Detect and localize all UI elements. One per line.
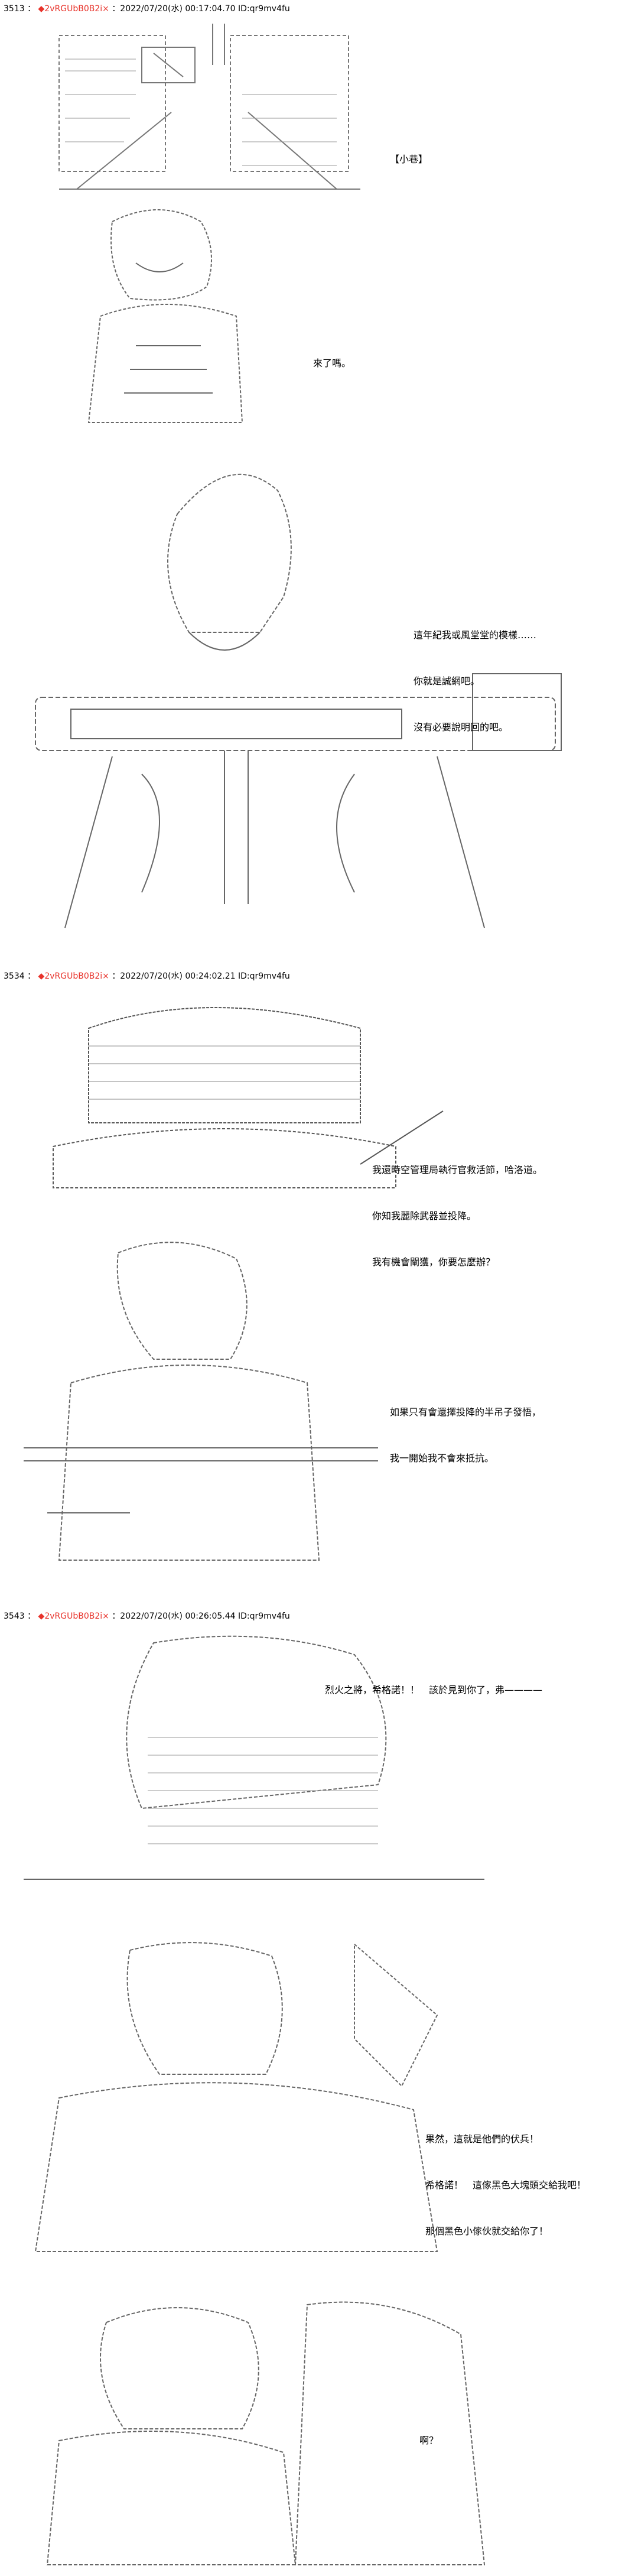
post-meta: ：2022/07/20(水) 00:17:04.70 ID:qr9mv4fu (112, 4, 290, 14)
post-number: 3513 (4, 4, 25, 14)
caption: 這年紀我或風堂堂的模樣…… 你就是誠網吧。 沒有必要說明回的吧。 (414, 629, 537, 733)
poster-name[interactable]: ◆2vRGUbB0B2i× (38, 1612, 109, 1621)
poster-name[interactable]: ◆2vRGUbB0B2i× (38, 4, 109, 14)
character-art (24, 1932, 484, 2263)
caption: 啊？ (419, 2435, 439, 2446)
caption: 來了嗎。 (313, 358, 351, 369)
post-header: 3513 ： ◆2vRGUbB0B2i× ：2022/07/20(水) 00:1… (4, 4, 290, 14)
caption: 烈火之將，希格諾！！ 該於見到你了，弗———— (325, 1684, 543, 1695)
caption: 果然，這就是他們的伏兵！ 希格諾！ 這傢黑色大塊頭交給我吧！ 那個黑色小傢伙就交… (425, 2133, 587, 2237)
alley-scene-art (53, 24, 366, 201)
character-art (65, 198, 272, 434)
character-with-weapon-art (24, 443, 620, 951)
post-meta: ：2022/07/20(水) 00:24:02.21 ID:qr9mv4fu (112, 972, 290, 981)
post-header: 3534 ： ◆2vRGUbB0B2i× ：2022/07/20(水) 00:2… (4, 972, 290, 981)
character-art (24, 1229, 378, 1572)
character-art (24, 1631, 484, 1903)
poster-name[interactable]: ◆2vRGUbB0B2i× (38, 972, 109, 981)
post-meta: ：2022/07/20(水) 00:26:05.44 ID:qr9mv4fu (112, 1612, 290, 1621)
post-header: 3543 ： ◆2vRGUbB0B2i× ：2022/07/20(水) 00:2… (4, 1612, 290, 1621)
post-number: 3543 (4, 1612, 25, 1621)
caption: 我還時空管理局執行官救活節，哈洛道。 你知我麗除武器並投降。 我有機會闡獲，你要… (372, 1164, 543, 1268)
caption-location: 【小巷】 (390, 154, 428, 165)
character-art (35, 2287, 520, 2571)
character-art (30, 993, 455, 1194)
post-number: 3534 (4, 972, 25, 981)
caption: 如果只有會還擇投降的半吊子發悟， 我一開始我不會來抵抗。 (390, 1406, 542, 1464)
